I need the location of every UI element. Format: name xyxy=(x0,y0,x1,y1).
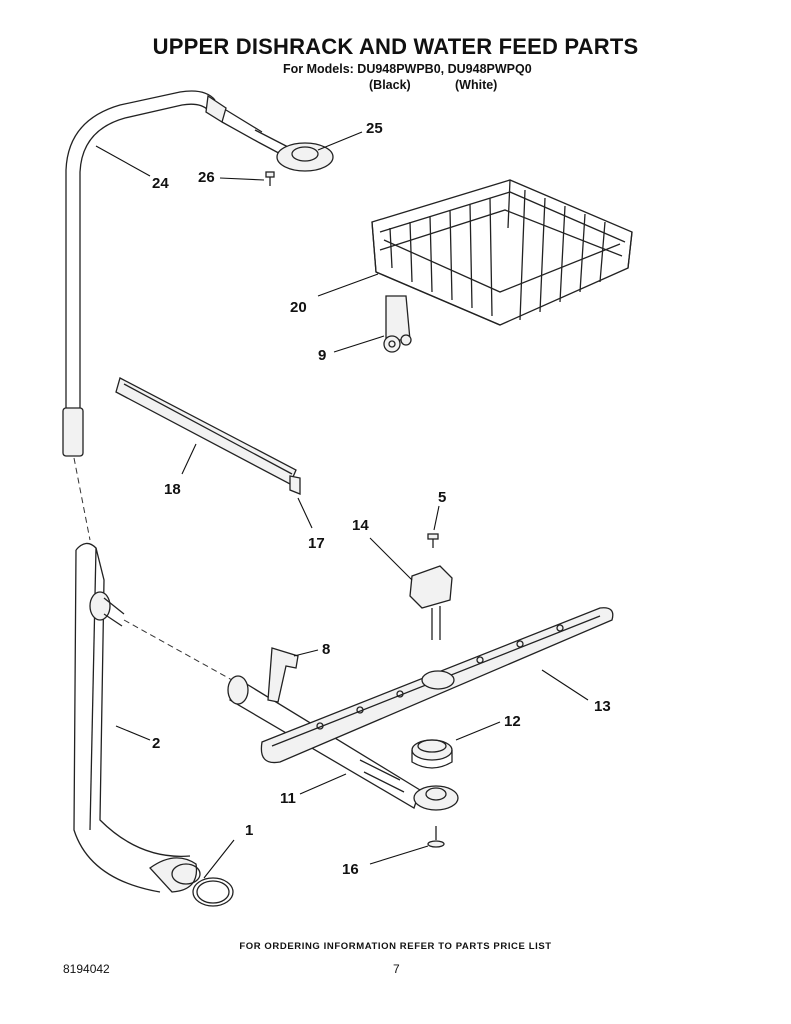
callout-24: 24 xyxy=(152,175,169,192)
leader-lines xyxy=(95,131,589,879)
part-2-feed-manifold xyxy=(73,542,201,893)
callout-20: 20 xyxy=(290,299,307,316)
part-16-screw xyxy=(427,826,445,848)
part-18-rack-rail xyxy=(115,377,297,485)
ordering-note: FOR ORDERING INFORMATION REFER TO PARTS … xyxy=(239,941,552,952)
callout-11: 11 xyxy=(280,790,296,807)
part-14-arm-mount xyxy=(409,565,453,640)
model-numbers: For Models: DU948PWPB0, DU948PWPQ0 xyxy=(283,62,532,76)
callout-14: 14 xyxy=(352,517,369,534)
callout-2: 2 xyxy=(152,735,160,752)
part-12-bearing-ring xyxy=(411,739,453,769)
callout-16: 16 xyxy=(342,861,359,878)
callout-1: 1 xyxy=(245,822,253,839)
callout-5: 5 xyxy=(438,489,446,506)
callout-25: 25 xyxy=(366,120,383,137)
callout-9: 9 xyxy=(318,347,326,364)
part-9-rack-adjuster xyxy=(383,295,412,353)
part-8-clip xyxy=(267,647,299,703)
manifold-connection-line xyxy=(123,619,233,681)
tube-connection-dashes xyxy=(73,457,91,541)
page-number: 7 xyxy=(393,962,400,976)
part-5-screw xyxy=(427,533,439,548)
part-20-dishrack xyxy=(371,179,633,326)
callout-26: 26 xyxy=(198,169,215,186)
callout-8: 8 xyxy=(322,641,330,658)
variant-white-label: (White) xyxy=(455,78,498,92)
callout-12: 12 xyxy=(504,713,521,730)
part-1-gasket xyxy=(192,877,234,907)
variant-black-label: (Black) xyxy=(369,78,411,92)
callout-18: 18 xyxy=(164,481,181,498)
part-11-conduit xyxy=(227,675,459,811)
part-25-nozzle xyxy=(254,129,334,172)
document-number: 8194042 xyxy=(63,962,110,976)
part-13-spray-arm xyxy=(260,607,614,764)
callout-17: 17 xyxy=(308,535,325,552)
callout-13: 13 xyxy=(594,698,611,715)
page-title: UPPER DISHRACK AND WATER FEED PARTS xyxy=(152,34,639,59)
part-24-feed-tube xyxy=(62,90,263,457)
part-26-screw xyxy=(265,171,275,186)
part-17-end-cap xyxy=(289,475,301,495)
